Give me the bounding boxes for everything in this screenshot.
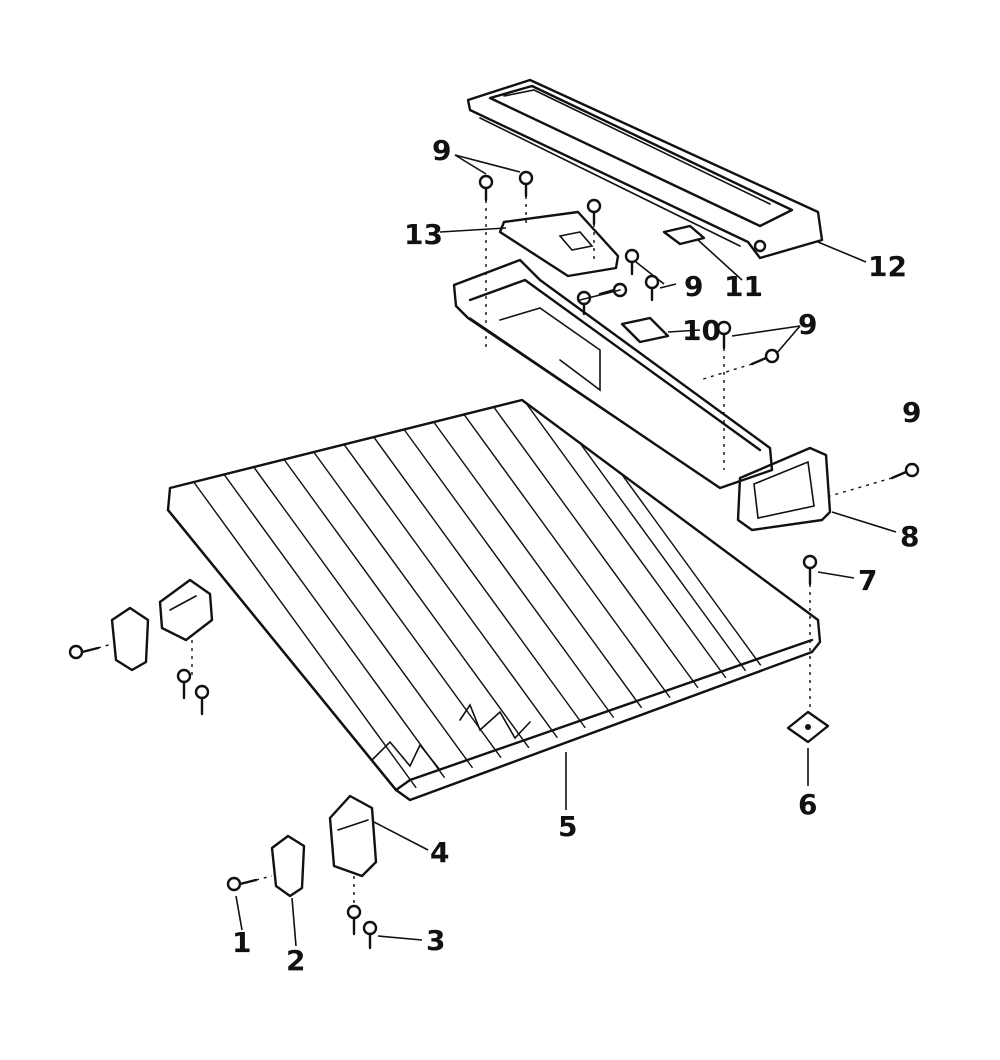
- top-cover-part-12: [466, 78, 824, 260]
- screw-part-9-b: [518, 170, 534, 198]
- screw-part-1-bottom: [226, 876, 258, 892]
- screw-part-9-d: [624, 248, 640, 276]
- hinge-bracket-part-2-bottom: [270, 834, 306, 898]
- callout-2: 2: [286, 944, 305, 977]
- leader-lines: [235, 154, 897, 947]
- screw-part-3-left-b: [194, 684, 210, 716]
- screw-part-9-a: [478, 174, 494, 202]
- screw-part-3-left-a: [176, 668, 192, 700]
- screw-part-1-left: [68, 644, 100, 660]
- screw-part-9-g: [576, 290, 592, 316]
- hinge-part-4-left: [158, 578, 214, 642]
- screw-part-9-f: [598, 282, 628, 298]
- hinge-channel-frame: [452, 258, 774, 490]
- assembly-lines: [97, 196, 893, 906]
- screw-part-9-c: [586, 198, 602, 226]
- screw-part-9-j: [890, 462, 920, 480]
- callout-11: 11: [724, 270, 763, 303]
- end-cap-part-8: [736, 446, 832, 532]
- latch-plate-part-10: [620, 316, 670, 344]
- screw-part-7: [802, 554, 818, 586]
- nut-plate-part-6: [786, 710, 830, 744]
- bracket-plate-part-13: [498, 210, 620, 278]
- callout-12: 12: [868, 250, 907, 283]
- lid-panel-hatching: [184, 400, 816, 790]
- callout-7: 7: [858, 564, 877, 597]
- screw-part-3-bottom-a: [346, 904, 362, 936]
- callout-4: 4: [430, 836, 449, 869]
- callout-5: 5: [558, 810, 577, 843]
- screw-part-3-bottom-b: [362, 920, 378, 950]
- callout-9-right-upper: 9: [798, 308, 817, 341]
- hinge-part-4-bottom: [328, 794, 378, 878]
- callout-10: 10: [682, 314, 721, 347]
- callout-13: 13: [404, 218, 443, 251]
- spring-clip-part-11: [662, 224, 706, 246]
- callout-1: 1: [232, 926, 251, 959]
- callout-9-middle: 9: [684, 270, 703, 303]
- screw-part-9-e: [644, 274, 660, 302]
- screw-part-9-h: [716, 320, 732, 350]
- callout-8: 8: [900, 520, 919, 553]
- callout-9-top: 9: [432, 134, 451, 167]
- hinge-bracket-part-2-left: [110, 606, 150, 672]
- callout-labels: 1 2 3 4 5 6 7 8 9 9 9 9 10 11 12 13: [232, 134, 921, 977]
- callout-9-right-lower: 9: [902, 396, 921, 429]
- callout-3: 3: [426, 924, 445, 957]
- lid-panel-part-5: [166, 398, 822, 802]
- callout-6: 6: [798, 788, 817, 821]
- screw-part-9-i: [750, 348, 780, 366]
